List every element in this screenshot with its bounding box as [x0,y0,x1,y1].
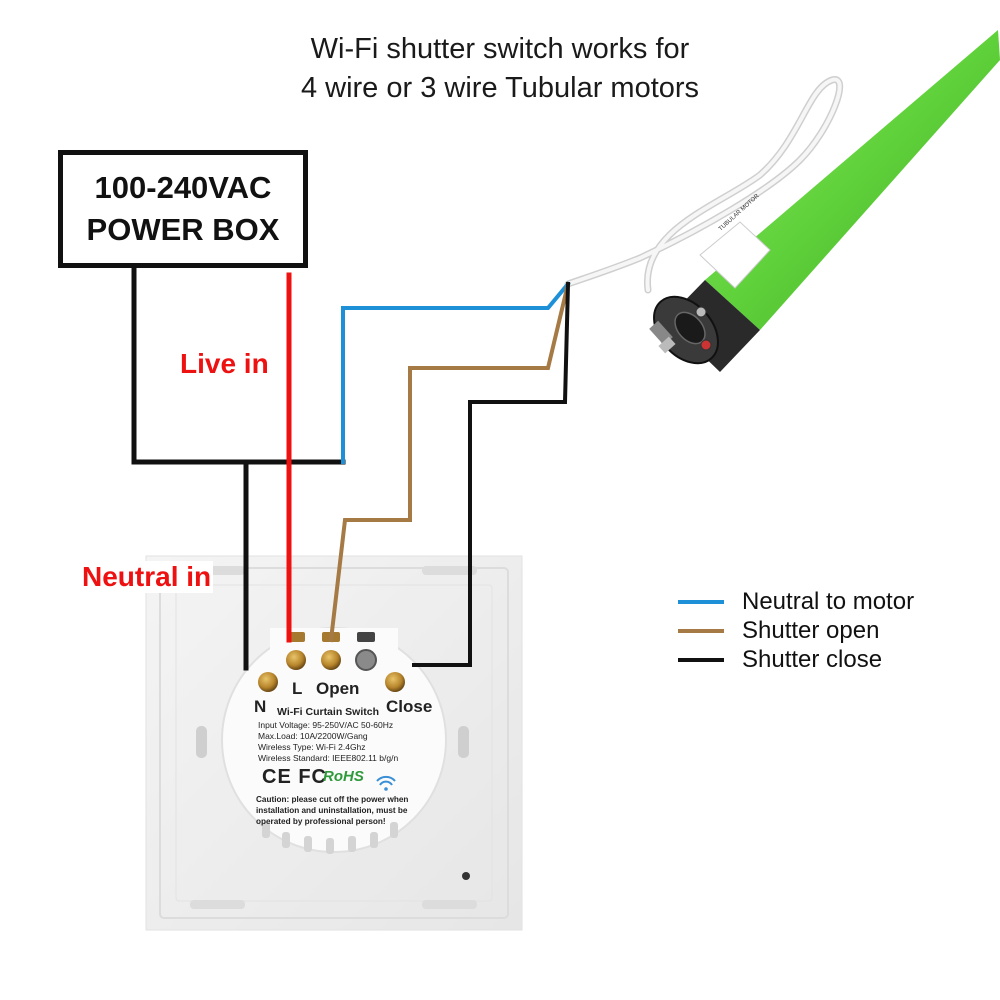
switch-caution: Caution: please cut off the power when i… [256,794,426,827]
spec-line: Max.Load: 10A/2200W/Gang [258,731,368,741]
title-line-2: 4 wire or 3 wire Tubular motors [300,72,700,104]
wire-shutter-open [328,281,571,643]
switch-specs: Input Voltage: 95-250V/AC 50-60Hz Max.Lo… [258,720,458,764]
legend-label: Shutter close [742,645,883,673]
mounting-hole-right [458,726,469,758]
rohs-mark: RoHS [323,768,364,785]
terminal-screws [258,632,405,692]
power-box: 100-240VAC POWER BOX [58,150,308,268]
wire-shutter-close [412,281,571,667]
mounting-slot [422,900,477,909]
terminal-label-close: Close [386,697,433,716]
diagram-title: Wi-Fi shutter switch works for 4 wire or… [200,30,800,108]
terminal-label-l: L [292,679,303,698]
spec-line: Input Voltage: 95-250V/AC 50-60Hz [258,720,394,730]
motor-tube [705,30,1000,330]
mounting-slot [190,900,245,909]
legend-item-shutter-open: Shutter open [678,616,914,645]
terminal-label-n: N [254,697,267,716]
wire-neutral-loop [131,267,346,465]
switch-back-plate [145,555,523,931]
spec-line: Wireless Standard: IEEE802.11 b/g/n [258,753,399,763]
mounting-hole-left [196,726,207,758]
wire-neutral-to-motor [341,281,571,464]
power-box-line-2: POWER BOX [86,212,280,247]
title-line-1: Wi-Fi shutter switch works for [310,33,690,65]
certification-marks: CE FC [262,766,327,788]
legend-swatch-brown [678,628,724,633]
indicator-dot [462,872,470,880]
legend-item-shutter-close: Shutter close [678,645,914,674]
wires [131,267,571,671]
caution-line: Caution: please cut off the power when [256,795,409,804]
legend-label: Neutral to motor [742,587,915,615]
neutral-in-label: Neutral in [80,561,214,593]
legend-item-neutral-to-motor: Neutral to motor [678,587,914,616]
caution-line: installation and uninstallation, must be [256,806,408,815]
terminal-label-open: Open [316,679,360,698]
vent-slots [262,822,398,854]
legend-label: Shutter open [742,616,880,644]
mounting-slot [422,566,477,575]
legend-swatch-blue [678,599,724,604]
power-box-line-1: 100-240VAC [94,170,272,205]
legend-swatch-black [678,657,724,662]
legend: Neutral to motor Shutter open Shutter cl… [678,587,914,674]
live-in-label: Live in [178,348,271,380]
spec-line: Wireless Type: Wi-Fi 2.4Ghz [258,742,366,752]
wifi-icon [376,775,396,791]
tubular-motor [564,30,1000,372]
motor-label-sticker [699,221,771,289]
caution-line: operated by professional person! [256,817,386,826]
switch-name: Wi-Fi Curtain Switch [277,706,379,718]
